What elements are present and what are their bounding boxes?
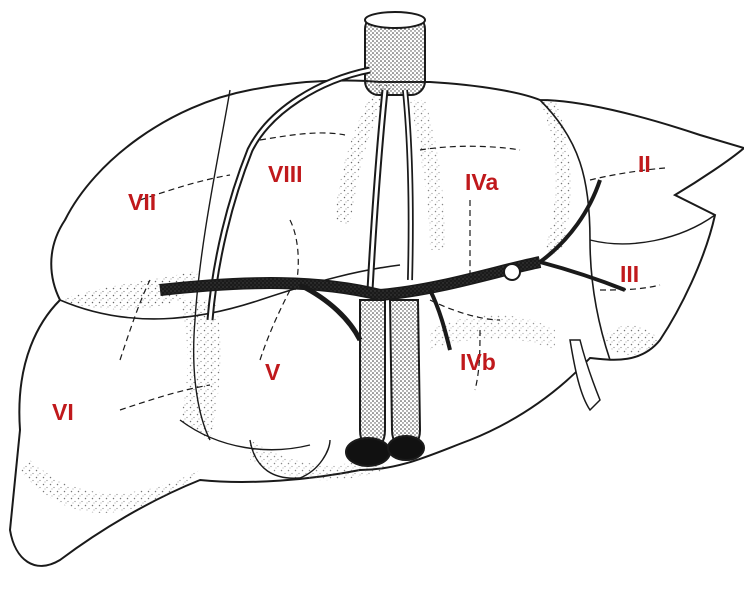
segment-label-v: V: [265, 359, 281, 385]
segment-label-ii: II: [638, 151, 651, 177]
segment-label-iii: III: [620, 261, 639, 287]
portal-vein: [360, 300, 385, 449]
segment-label-vi: VI: [52, 399, 74, 425]
segment-label-ivb: IVb: [460, 349, 496, 375]
segment-label-iva: IVa: [465, 169, 498, 195]
segment-label-vii: VII: [128, 189, 156, 215]
segment-label-viii: VIII: [268, 161, 303, 187]
